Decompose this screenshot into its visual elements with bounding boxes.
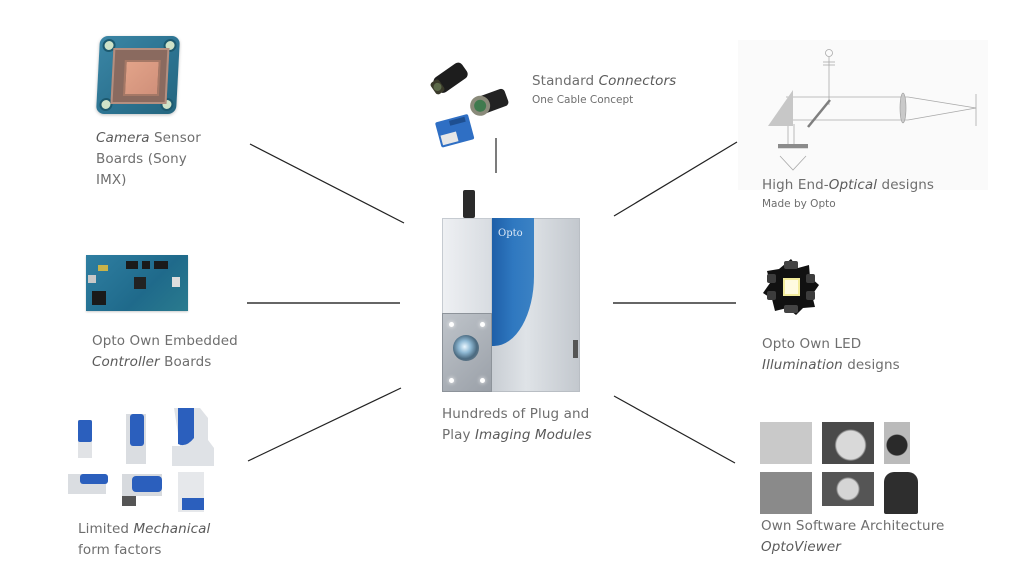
screenshot-thumb	[884, 472, 918, 514]
screenshot-thumb	[760, 422, 812, 464]
connectors-cables-icon	[430, 62, 509, 148]
hub-label-line1: Hundreds of Plug and	[442, 406, 590, 422]
device-cable-icon	[463, 190, 475, 218]
imaging-module-camera-head	[442, 313, 492, 392]
led-star-module-icon	[763, 259, 819, 315]
device-port-icon	[573, 340, 578, 358]
optical-plain: High End-	[762, 177, 829, 193]
node-standard-connectors-label: Standard Connectors One Cable Concept	[532, 71, 676, 108]
camera-lens-icon	[453, 335, 479, 361]
controller-label-line1: Opto Own Embedded	[92, 333, 238, 349]
software-screenshots-icon	[760, 420, 938, 516]
mechanical-emphasis: Mechanical	[133, 521, 211, 537]
optical-rest: designs	[877, 177, 935, 193]
connector-optical	[613, 141, 738, 217]
imaging-module-side-panel	[442, 218, 492, 315]
led-emphasis: Illumination	[762, 357, 843, 373]
hub-emphasis: Imaging Modules	[474, 427, 592, 443]
node-optical-label: High End-Optical designs Made by Opto	[762, 175, 934, 212]
controller-rest: Boards	[159, 354, 212, 370]
screenshot-thumb	[884, 422, 910, 464]
hub-label-line2-plain: Play	[442, 427, 475, 443]
screenshot-thumb	[760, 472, 812, 514]
hub-label: Hundreds of Plug and Play Imaging Module…	[442, 404, 592, 446]
node-camera-sensor-label: Camera Sensor Boards (Sony IMX)	[96, 128, 201, 191]
connector-mechanical	[247, 387, 402, 462]
led-rest: designs	[842, 357, 900, 373]
camera-label-line2: Boards (Sony	[96, 151, 187, 167]
connector-software	[613, 395, 736, 464]
connector-camera-sensor	[249, 143, 405, 224]
optical-path-diagram-icon	[738, 40, 988, 190]
opto-logo: Opto	[498, 228, 523, 239]
node-mechanical-label: Limited Mechanical form factors	[78, 519, 210, 561]
connectors-label-line1: Standard Connectors	[532, 71, 676, 92]
node-software-label: Own Software Architecture OptoViewer	[761, 516, 944, 558]
controller-emphasis: Controller	[92, 354, 160, 370]
screenshot-thumb	[822, 472, 874, 506]
camera-sensor-board-icon	[95, 36, 181, 114]
mechanical-housings-icon	[68, 408, 214, 512]
camera-label-line3: IMX)	[96, 172, 127, 188]
optical-emphasis: Optical	[828, 177, 878, 193]
camera-emphasis: Camera	[96, 130, 150, 146]
optical-sub-label: Made by Opto	[762, 198, 836, 210]
software-label-line1: Own Software Architecture	[761, 518, 945, 534]
camera-label-line1: Sensor	[149, 130, 201, 146]
node-controller-label: Opto Own Embedded Controller Boards	[92, 331, 238, 373]
screenshot-thumb	[822, 422, 874, 464]
connectors-sub-label: One Cable Concept	[532, 94, 634, 106]
mechanical-plain: Limited	[78, 521, 134, 537]
connectors-plain: Standard	[532, 73, 599, 89]
mechanical-label-line2: form factors	[78, 542, 162, 558]
embedded-controller-board-icon	[86, 255, 188, 311]
led-label-line1: Opto Own LED	[762, 336, 862, 352]
software-emphasis: OptoViewer	[761, 539, 841, 555]
node-led-label: Opto Own LED Illumination designs	[762, 334, 900, 376]
optical-label-line1: High End-Optical designs	[762, 175, 934, 196]
connectors-emphasis: Connectors	[598, 73, 677, 89]
